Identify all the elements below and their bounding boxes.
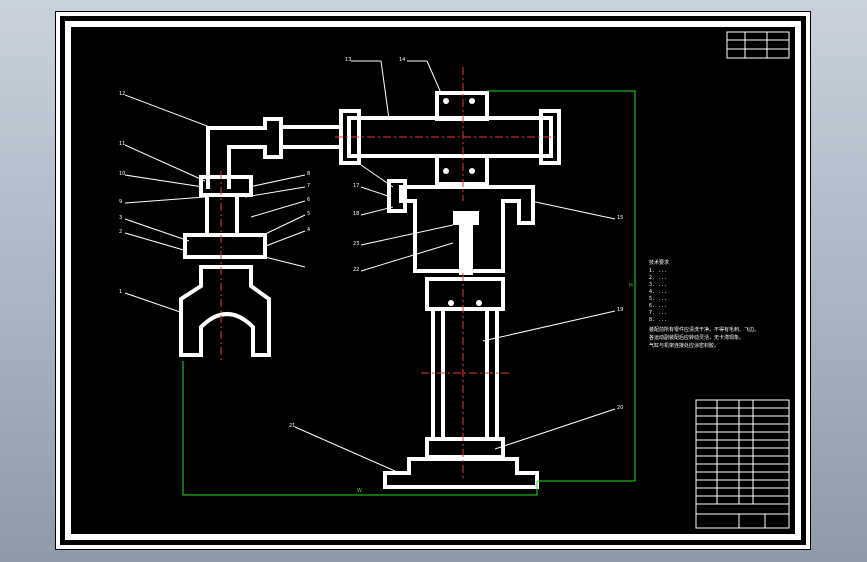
tech-notes-title: 技术要求 — [649, 259, 669, 266]
title-block — [695, 399, 790, 529]
tech-note: 1. ... — [649, 268, 667, 274]
detail-parts — [443, 98, 482, 306]
balloon-16: 16 — [353, 161, 359, 167]
gripper-jaw — [179, 265, 271, 357]
balloon-9: 9 — [119, 199, 122, 205]
tech-note: 3. ... — [649, 282, 667, 288]
balloon-1: 1 — [119, 289, 122, 295]
balloon-11: 11 — [119, 141, 125, 147]
balloon-labels: 12 11 10 9 3 2 1 8 7 6 5 4 13 14 16 17 1… — [119, 57, 623, 429]
wrist-body — [205, 193, 239, 237]
manipulator-assembly — [179, 91, 561, 489]
tech-note: 5. ... — [649, 296, 667, 302]
wrist-plate — [183, 233, 267, 259]
balloon-2: 2 — [119, 229, 122, 235]
notes-paragraph-line: 装配前所有零件应清洗干净，不得有毛刺、飞边。 — [649, 326, 759, 333]
bolt — [448, 300, 454, 306]
balloon-12: 12 — [119, 91, 125, 97]
bolt — [443, 98, 449, 104]
revision-block — [726, 31, 790, 59]
bolt — [476, 300, 482, 306]
balloon-7: 7 — [307, 183, 310, 189]
tech-note: 6. ... — [649, 303, 667, 309]
balloon-19: 19 — [617, 307, 623, 313]
tech-notes: 技术要求 1. ... 2. ... 3. ... 4. ... 5. ... … — [649, 259, 759, 349]
base-plate — [383, 457, 539, 489]
balloon-14: 14 — [399, 57, 405, 63]
balloon-6: 6 — [307, 197, 310, 203]
lower-block — [435, 154, 489, 186]
balloon-22: 22 — [353, 267, 359, 273]
balloon-17: 17 — [353, 183, 359, 189]
column-bottom — [425, 437, 505, 459]
dimension-lines — [182, 90, 636, 496]
balloon-18: 18 — [353, 211, 359, 217]
balloon-15: 15 — [617, 215, 623, 221]
balloon-3: 3 — [119, 215, 122, 221]
column-left-rail — [431, 307, 445, 441]
balloon-13: 13 — [345, 57, 351, 63]
balloon-4: 4 — [307, 227, 310, 233]
top-block — [435, 91, 489, 121]
motor-shaft — [459, 225, 473, 275]
balloon-10: 10 — [119, 171, 125, 177]
tech-note: 4. ... — [649, 289, 667, 295]
inner-border — [65, 21, 801, 540]
connector-rod — [279, 125, 343, 149]
tech-note: 2. ... — [649, 275, 667, 281]
cad-drawing: 技术要求 1. ... 2. ... 3. ... 4. ... 5. ... … — [56, 12, 810, 549]
bolt — [469, 98, 475, 104]
notes-paragraph-line: 气缸与机架连接处应涂密封胶。 — [649, 342, 719, 349]
beam-right-flange — [539, 109, 561, 165]
column-right-rail — [485, 307, 499, 441]
balloon-23: 23 — [353, 241, 359, 247]
leader-lines — [124, 60, 616, 472]
width-dimension: W — [357, 488, 362, 494]
shoulder-housing — [399, 185, 535, 273]
column-top — [425, 277, 505, 311]
motor-cap — [453, 211, 479, 225]
balloon-20: 20 — [617, 405, 623, 411]
tech-note: 8. ... — [649, 317, 667, 323]
notes-paragraph-line: 各运动副装配后应转动灵活，无卡滞现象。 — [649, 334, 744, 341]
balloon-5: 5 — [307, 211, 310, 217]
bolt — [469, 168, 475, 174]
drawing-sheet: 技术要求 1. ... 2. ... 3. ... 4. ... 5. ... … — [55, 11, 811, 550]
center-lines — [220, 67, 555, 481]
balloon-8: 8 — [307, 171, 310, 177]
balloon-21: 21 — [289, 423, 295, 429]
outer-border — [56, 12, 810, 549]
tech-note: 7. ... — [649, 310, 667, 316]
bolt — [443, 168, 449, 174]
height-dimension: H — [629, 283, 633, 289]
